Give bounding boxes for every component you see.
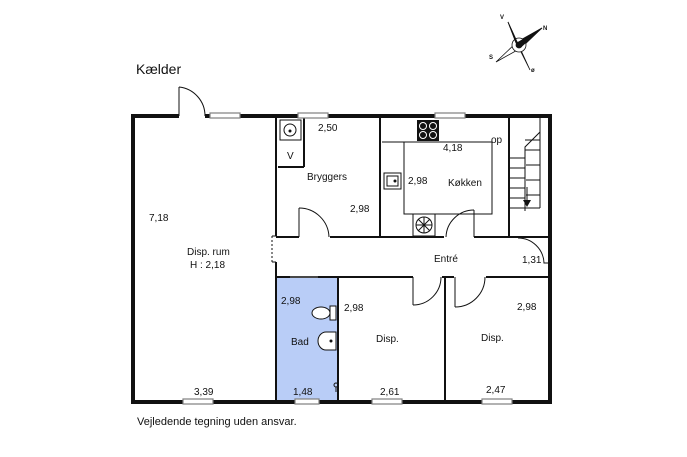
disp2-name: Disp. [481,333,504,344]
floor-title: Kælder [136,61,181,77]
compass-o-label: ø [531,68,535,74]
windows [182,112,513,405]
bryggers-name: Bryggers [307,172,347,183]
disp1-bottom-dim: 2,61 [380,387,400,398]
stair-landing-dim: 1,31 [522,255,542,266]
disp-rum-bottom-dim: 3,39 [194,387,214,398]
cooktop-icon [417,120,439,141]
outer-walls [131,114,552,404]
disp-rum-height: H : 2,18 [190,260,225,271]
drain-icon [333,382,339,392]
disp1-name: Disp. [376,334,399,345]
kitchen-sink-icon [383,172,402,190]
kokken-top-dim: 4,18 [443,143,463,154]
compass-v-label: V [500,15,504,21]
entre-name: Entré [434,254,458,265]
disp1-side-dim: 2,98 [344,303,364,314]
entrance-door [178,86,206,117]
kokken-name: Køkken [448,178,482,189]
kitchen-counter [382,141,493,215]
bath-washbasin-icon [317,331,337,351]
disp-rum-name: Disp. rum [187,247,230,258]
disp2-side-dim: 2,98 [517,302,537,313]
bryggers-side-dim: 2,98 [350,204,370,215]
bryggers-top-dim: 2,50 [318,123,338,134]
fan-icon [412,213,436,237]
compass-rose-icon [495,21,543,71]
washbasin-icon [279,119,302,141]
stairs [509,115,550,264]
disclaimer-text: Vejledende tegning uden ansvar. [137,416,297,428]
stairs-up-label: op [491,135,503,146]
compass-n-label: N [543,26,547,32]
disp-rum-side-dim: 7,18 [149,213,169,224]
bad-bottom-dim: 1,48 [293,387,313,398]
bad-side-dim: 2,98 [281,296,301,307]
bad-name: Bad [291,337,309,348]
stairs-arrow-icon [523,187,531,207]
kokken-side-dim: 2,98 [408,176,428,187]
interior-doors [271,207,486,308]
bryggers-sink-label: V [287,151,294,162]
compass-s-label: S [489,55,493,61]
toilet-icon [311,305,337,321]
disp2-bottom-dim: 2,47 [486,385,506,396]
